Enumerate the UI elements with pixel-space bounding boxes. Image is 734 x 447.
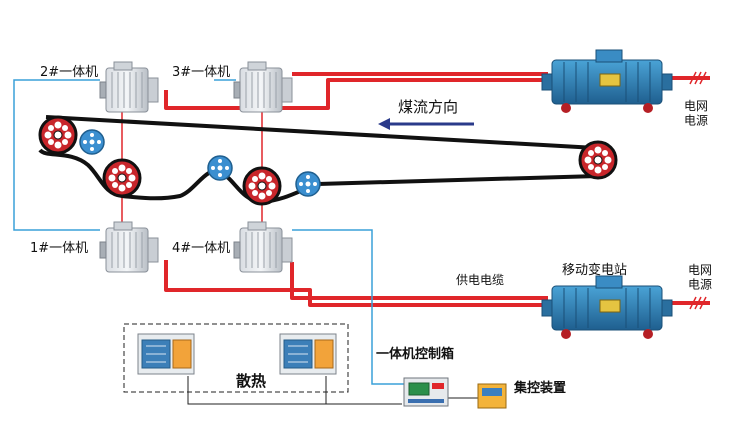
coal-flow-arrowhead-icon <box>378 118 390 130</box>
heat-dissipation-frame <box>123 323 349 393</box>
cabinet-icon <box>279 333 337 375</box>
drive-pulley-icon <box>38 115 78 155</box>
motor-icon <box>233 221 293 273</box>
signal-lines <box>187 376 478 405</box>
signal-line-cabinets <box>187 376 402 405</box>
grid-label-bottom: 电网电源 <box>688 263 712 291</box>
heat-label: 散热 <box>236 372 266 390</box>
coal-flow-indicator: 煤流方向 <box>378 98 474 130</box>
transformer-icon <box>541 49 673 114</box>
supply-cable-label: 供电电缆 <box>456 273 504 287</box>
control-line-unit2 <box>13 79 100 231</box>
grid-label-top: 电网电源 <box>684 99 708 127</box>
power-cables <box>164 72 710 307</box>
motor-unit-4: 4#一体机 <box>172 221 293 273</box>
idler-icon <box>79 129 105 155</box>
grid-break-icon <box>689 71 707 85</box>
idler-icon <box>207 155 233 181</box>
cable-unit1-to-bottom-substation <box>164 260 548 307</box>
unit2-label: 2#一体机 <box>40 65 98 80</box>
central-control-label: 集控装置 <box>513 380 566 396</box>
control-line-units-to-control-box <box>292 229 404 385</box>
central-control: 集控装置 <box>477 380 566 409</box>
drive-pulleys <box>38 115 618 206</box>
control-box-label: 一体机控制箱 <box>376 346 454 362</box>
control-box: 一体机控制箱 <box>376 346 454 407</box>
cable-unit2-to-top-substation <box>164 78 548 110</box>
grid-break-icon <box>689 296 707 310</box>
top-substation <box>541 49 673 114</box>
cable-unit4-to-bottom-substation <box>290 262 548 300</box>
drive-pulley-icon <box>578 140 618 180</box>
unit4-label: 4#一体机 <box>172 241 230 256</box>
cabinet-icon <box>137 333 195 375</box>
drive-pulley-icon <box>102 158 142 198</box>
motor-unit-2: 2#一体机 <box>40 61 159 113</box>
transformer-icon <box>541 275 673 340</box>
unit1-label: 1#一体机 <box>30 241 88 256</box>
motor-icon <box>99 221 159 273</box>
control-lines <box>13 79 404 385</box>
idler-icon <box>295 171 321 197</box>
coal-flow-label: 煤流方向 <box>398 98 458 116</box>
motor-unit-1: 1#一体机 <box>30 221 159 273</box>
unit3-label: 3#一体机 <box>172 65 230 80</box>
motor-icon <box>99 61 159 113</box>
motor-unit-3: 3#一体机 <box>172 61 293 113</box>
motor-icon <box>233 61 293 113</box>
substation-label: 移动变电站 <box>562 262 627 278</box>
heat-dissipation-group: 散热 <box>123 323 349 393</box>
drive-pulley-icon <box>242 166 282 206</box>
bottom-substation: 移动变电站 <box>541 262 673 340</box>
